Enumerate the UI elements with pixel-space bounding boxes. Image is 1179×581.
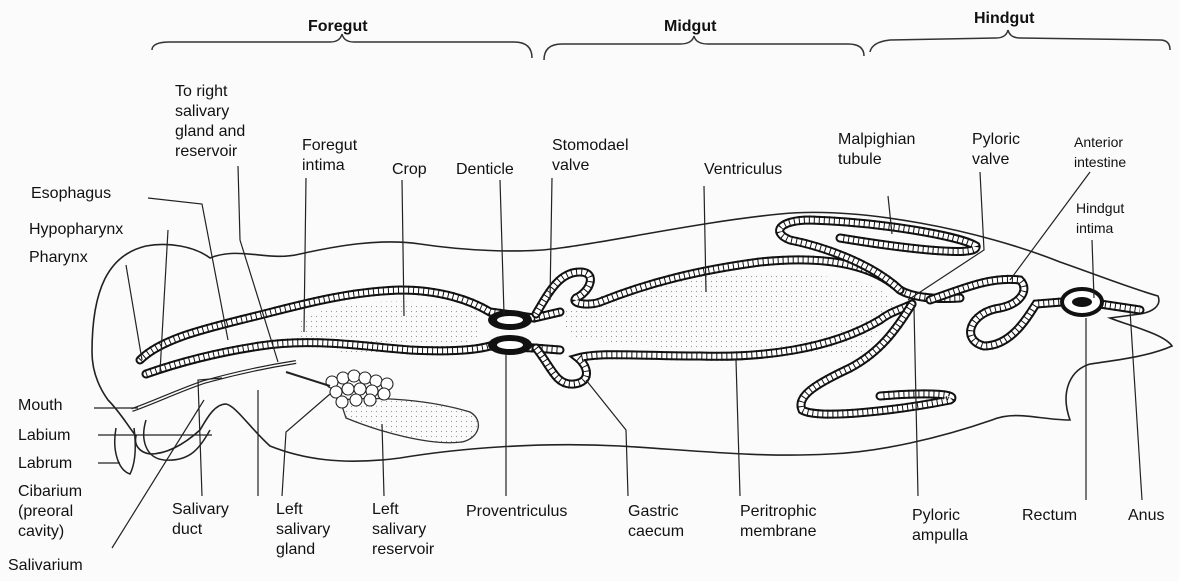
label-left-salivary-reservoir: Left salivary reservoir bbox=[372, 500, 434, 560]
label-salivarium: Salivarium bbox=[8, 556, 83, 576]
salivary-reservoir bbox=[340, 399, 478, 443]
ventriculus-lumen bbox=[560, 274, 896, 356]
label-peritrophic-membrane: Peritrophic membrane bbox=[740, 502, 816, 542]
label-pharynx: Pharynx bbox=[29, 248, 88, 268]
foregut-brace bbox=[152, 34, 532, 58]
label-left-salivary-gland: Left salivary gland bbox=[276, 500, 330, 560]
label-salivary-duct: Salivary duct bbox=[172, 500, 229, 540]
label-labrum: Labrum bbox=[18, 454, 72, 474]
label-gastric-caecum: Gastric caecum bbox=[628, 502, 684, 542]
label-pyloric-valve: Pyloric valve bbox=[972, 130, 1020, 170]
label-foregut-intima: Foregut intima bbox=[302, 136, 357, 176]
label-esophagus: Esophagus bbox=[31, 184, 111, 204]
midgut-brace bbox=[544, 36, 864, 60]
section-foregut: Foregut bbox=[308, 18, 368, 36]
rectum-bulb bbox=[1062, 289, 1102, 315]
section-hindgut: Hindgut bbox=[974, 10, 1034, 28]
label-cibarium: Cibarium (preoral cavity) bbox=[18, 482, 82, 542]
label-anterior-intestine: Anterior intestine bbox=[1074, 132, 1126, 172]
label-pyloric-ampulla: Pyloric ampulla bbox=[912, 506, 968, 546]
label-rectum: Rectum bbox=[1022, 506, 1077, 526]
label-labium: Labium bbox=[18, 426, 70, 446]
label-mouth: Mouth bbox=[18, 396, 62, 416]
label-to-right-salivary: To right salivary gland and reservoir bbox=[175, 82, 245, 162]
label-ventriculus: Ventriculus bbox=[704, 160, 782, 180]
proventriculus-bulb bbox=[488, 310, 532, 355]
label-anus: Anus bbox=[1128, 506, 1164, 526]
section-midgut: Midgut bbox=[664, 18, 716, 36]
label-proventriculus: Proventriculus bbox=[466, 502, 567, 522]
label-hindgut-intima: Hindgut intima bbox=[1076, 198, 1124, 238]
label-hypopharynx: Hypopharynx bbox=[29, 220, 123, 240]
label-denticle: Denticle bbox=[456, 160, 514, 180]
label-crop: Crop bbox=[392, 160, 427, 180]
label-malpighian-tubule: Malpighian tubule bbox=[838, 130, 915, 170]
label-stomodael-valve: Stomodael valve bbox=[552, 136, 629, 176]
hindgut-brace bbox=[870, 30, 1170, 52]
